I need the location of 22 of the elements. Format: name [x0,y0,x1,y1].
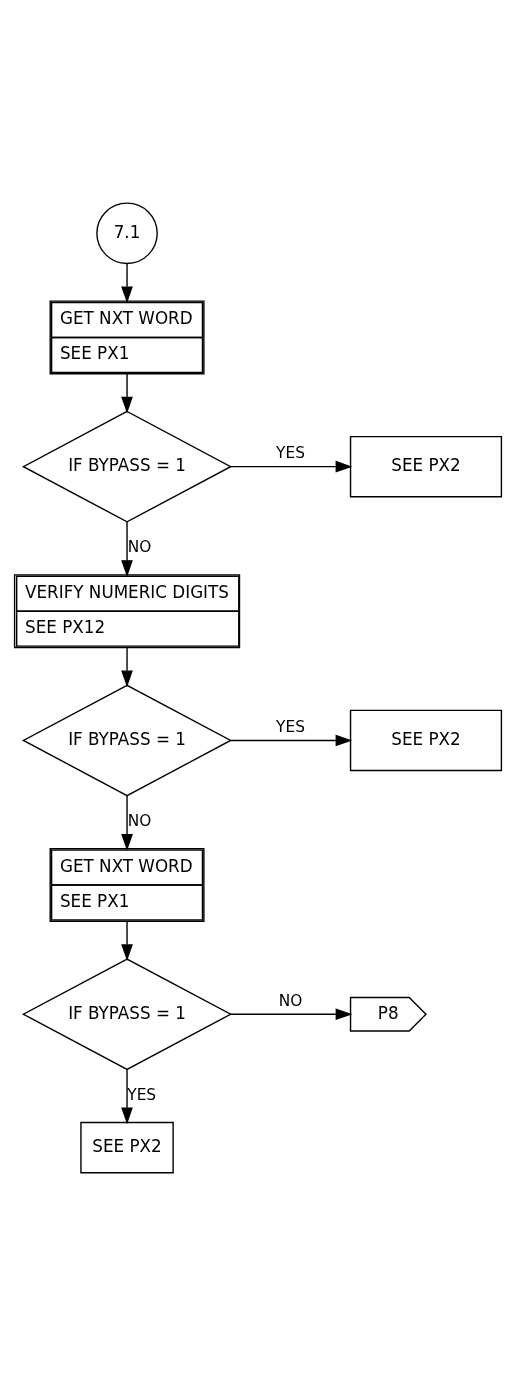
arrow [120,920,133,961]
arrow [120,794,133,851]
edge-label: YES [275,443,305,462]
edge-label: NO [127,537,151,556]
arrow [229,460,352,473]
arrow [229,1007,352,1020]
edge-label: YES [275,717,305,736]
arrow [120,262,133,303]
arrow [120,520,133,577]
node-circle: 7.1 [95,201,158,264]
edge-label: NO [127,811,151,830]
arrow [120,372,133,413]
node-box: SEE PX2 [349,435,502,497]
node-diamond: IF BYPASS = 1 [21,957,232,1070]
node-box: SEE PX2 [349,709,502,771]
edge-label: NO [278,991,302,1010]
node-box: SEE PX2 [79,1121,174,1173]
arrow [229,734,352,746]
arrow [120,1068,133,1124]
node-diamond: IF BYPASS = 1 [21,683,232,796]
node-diamond: IF BYPASS = 1 [21,410,232,523]
arrow [120,646,133,687]
